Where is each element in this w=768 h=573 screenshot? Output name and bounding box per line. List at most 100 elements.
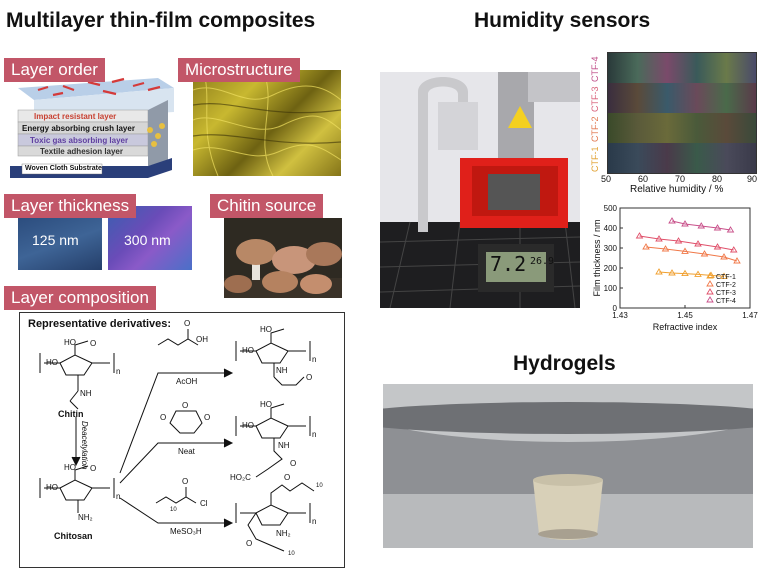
chitin-n-label: n: [116, 367, 121, 376]
microstructure-image: [193, 70, 341, 176]
p3-sub-label: 10: [316, 483, 323, 489]
x-axis-label: Refractive index: [653, 322, 718, 332]
strip-label-ctf4: CTF-4: [590, 56, 600, 83]
chitosan-ho2-label: HO: [46, 483, 58, 492]
p2-nh-label: NH: [278, 441, 290, 450]
chitin-ho-label: HO: [64, 338, 76, 347]
legend-marker-ctf-4: [706, 296, 714, 303]
p1-ho-label: HO: [260, 325, 272, 334]
strip-label-ctf3: CTF-3: [590, 86, 600, 113]
strip-xtick-60: 60: [638, 174, 649, 184]
legend-label-ctf-4: CTF-4: [716, 298, 736, 305]
thickness-sample-125: 125 nm: [18, 218, 102, 270]
strip-ctf3: [608, 83, 756, 113]
strip-xtick-80: 80: [712, 174, 723, 184]
tag-layer-order: Layer order: [4, 58, 105, 82]
heading-humidity-sensors: Humidity sensors: [474, 9, 651, 32]
p1-n-label: n: [312, 355, 317, 364]
scheme-title: Representative derivatives:: [28, 318, 172, 330]
p3-nh2-label: NH₂: [276, 529, 291, 538]
data-point-ctf-2: [642, 243, 650, 250]
y-tick-label: 500: [604, 204, 618, 213]
tag-layer-composition: Layer composition: [4, 286, 156, 310]
p3-o-label: O: [284, 473, 291, 482]
data-point-ctf-3: [674, 237, 683, 244]
x-tick-label: 1.43: [612, 311, 628, 320]
chitin-o-label: O: [90, 339, 97, 348]
x-tick-label: 1.47: [742, 311, 758, 320]
legend-marker-ctf-3: [706, 288, 714, 295]
x-tick-label: 1.45: [677, 311, 693, 320]
data-point-ctf-3: [729, 246, 738, 253]
mushroom-photo: [224, 218, 342, 298]
layer-label-5: Woven Cloth Substrate: [25, 165, 102, 172]
reagent-mesoh: MeSO₃H: [170, 527, 202, 536]
heading-multilayer: Multilayer thin-film composites: [6, 9, 316, 32]
p3-o2-label: O: [246, 539, 253, 548]
legend-label-ctf-2: CTF-2: [716, 282, 736, 289]
p1-o-label: O: [306, 373, 313, 382]
tag-chitin-source: Chitin source: [210, 194, 324, 218]
tag-microstructure: Microstructure: [178, 58, 300, 82]
data-point-ctf-2: [733, 257, 741, 264]
layer-label-2: Energy absorbing crush layer: [22, 124, 135, 133]
layer-label-3: Toxic gas absorbing layer: [30, 136, 129, 145]
strip-label-ctf1: CTF-1: [590, 146, 600, 173]
data-point-ctf-1: [707, 271, 715, 278]
y-tick-label: 100: [604, 284, 618, 293]
thickness-label-125: 125 nm: [32, 232, 79, 248]
data-point-ctf-1: [720, 272, 728, 279]
heading-hydrogels: Hydrogels: [513, 352, 616, 375]
data-point-ctf-4: [681, 220, 689, 227]
y-tick-label: 200: [604, 264, 618, 273]
sensor-drawing: [380, 72, 580, 308]
microstructure-texture: [193, 70, 341, 176]
color-strip-chart: CTF-4 CTF-3 CTF-2 CTF-1 50 60 70 80 90 R…: [590, 44, 760, 195]
legend-marker-ctf-1: [706, 272, 714, 279]
data-point-ctf-1: [681, 269, 689, 277]
data-point-ctf-1: [668, 269, 676, 276]
strip-xtick-90: 90: [747, 174, 758, 184]
thickness-label-300: 300 nm: [124, 232, 171, 248]
hydrogel-drawing: [383, 384, 753, 548]
acrylic-oh-label: OH: [196, 335, 208, 344]
anhydride-o2-label: O: [182, 401, 189, 410]
p2-o-label: O: [290, 459, 297, 468]
sensor-photo: 7.2 26.9: [380, 72, 580, 308]
strip-xtick-50: 50: [601, 174, 612, 184]
series-line-ctf-1: [658, 271, 725, 277]
chitin-label: Chitin: [58, 409, 84, 419]
scheme-structures: [39, 328, 315, 552]
strip-ctf2: [608, 113, 756, 143]
p3-n-label: n: [312, 517, 317, 526]
data-point-ctf-2: [700, 250, 709, 257]
chitin-nh-label: NH: [80, 389, 92, 398]
acylcl-cl-label: Cl: [200, 499, 208, 508]
acylcl-sub-label: 10: [170, 507, 177, 513]
chitosan-nh2-label: NH₂: [78, 513, 93, 522]
reagent-acoh: AcOH: [176, 377, 198, 386]
mushroom-drawing: [224, 239, 342, 298]
data-point-ctf-3: [694, 240, 702, 247]
acylcl-o-label: O: [182, 477, 189, 486]
reagent-neat: Neat: [178, 447, 195, 456]
sensor-reading: 7.2: [490, 252, 527, 276]
layer-label-1: Impact resistant layer: [34, 112, 117, 121]
p2-ho-label: HO: [260, 400, 272, 409]
series-line-ctf-4: [671, 220, 731, 231]
p2-ho2c-label: HO₂C: [230, 473, 251, 482]
data-point-ctf-3: [655, 235, 663, 242]
data-point-ctf-4: [713, 224, 722, 231]
sensor-reading-small: 26.9: [530, 256, 555, 267]
chitosan-label: Chitosan: [54, 531, 93, 541]
layer-label-4: Textile adhesion layer: [40, 147, 123, 156]
strip-ctf1: [608, 143, 756, 173]
strip-xtick-70: 70: [675, 174, 686, 184]
y-tick-label: 400: [604, 224, 618, 233]
y-tick-label: 300: [604, 244, 618, 253]
chemistry-scheme: Representative derivatives:: [19, 312, 345, 568]
color-strip-plot: [607, 52, 757, 174]
acrylic-o-label: O: [184, 319, 191, 328]
series-line-ctf-3: [639, 235, 734, 251]
